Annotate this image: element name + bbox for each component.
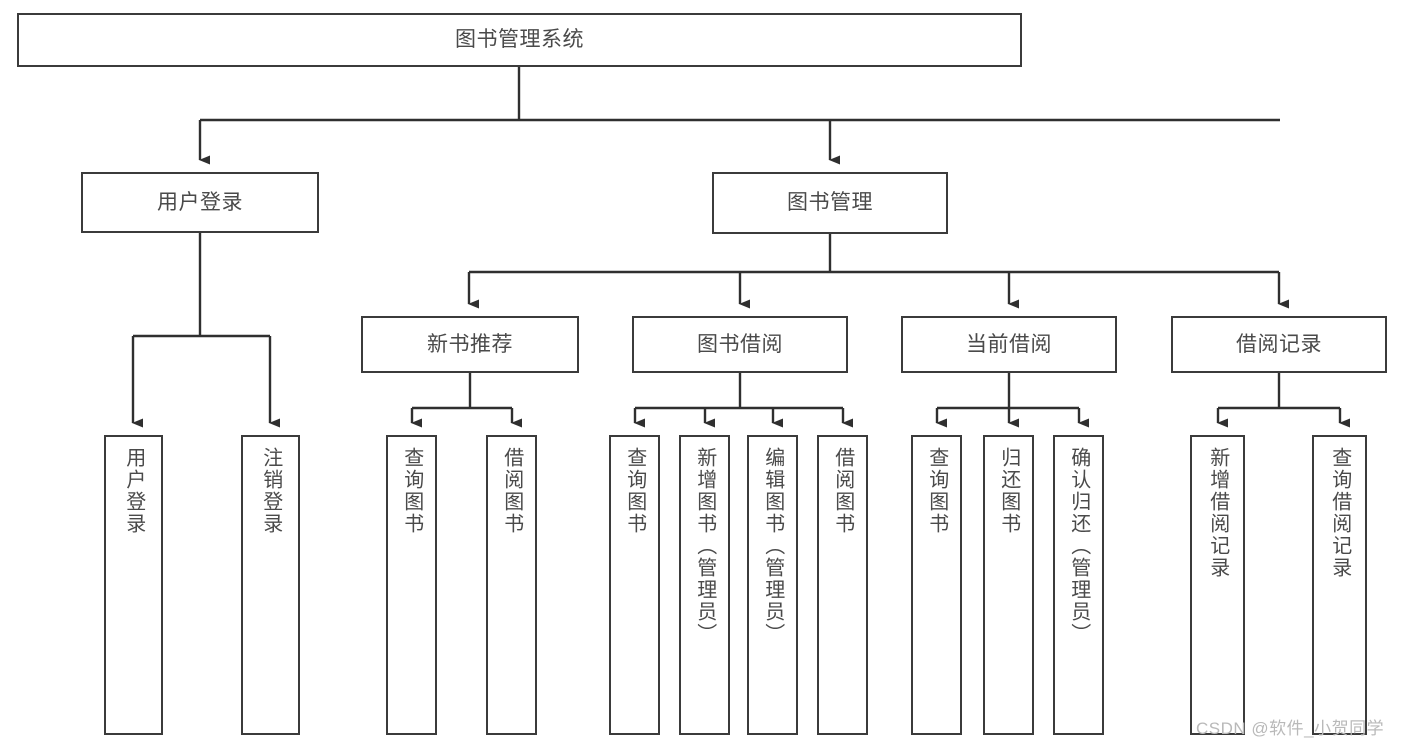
- leaf-logout-label: 注销登录: [259, 447, 282, 535]
- node-current-borrow[interactable]: 当前借阅: [901, 316, 1117, 373]
- leaf-edit-book-admin[interactable]: 编辑图书（管理员）: [747, 435, 798, 735]
- leaf-borrow-book-recommend-label: 借阅图书: [500, 447, 523, 535]
- node-borrow-record[interactable]: 借阅记录: [1171, 316, 1387, 373]
- node-new-book-recommend[interactable]: 新书推荐: [361, 316, 579, 373]
- node-book-management-label: 图书管理: [787, 191, 873, 215]
- node-current-borrow-label: 当前借阅: [966, 332, 1052, 356]
- leaf-query-book-borrow[interactable]: 查询图书: [609, 435, 660, 735]
- leaf-borrow-book-recommend[interactable]: 借阅图书: [486, 435, 537, 735]
- leaf-user-login[interactable]: 用户登录: [104, 435, 163, 735]
- node-book-borrow[interactable]: 图书借阅: [632, 316, 848, 373]
- leaf-query-book-recommend[interactable]: 查询图书: [386, 435, 437, 735]
- leaf-query-borrow-record[interactable]: 查询借阅记录: [1312, 435, 1367, 735]
- leaf-query-borrow-record-label: 查询借阅记录: [1328, 447, 1351, 579]
- leaf-return-book-label: 归还图书: [997, 447, 1020, 535]
- node-root[interactable]: 图书管理系统: [17, 13, 1022, 67]
- leaf-add-book-admin[interactable]: 新增图书（管理员）: [679, 435, 730, 735]
- leaf-query-book-borrow-label: 查询图书: [623, 447, 646, 535]
- node-book-borrow-label: 图书借阅: [697, 332, 783, 356]
- node-root-label: 图书管理系统: [455, 28, 584, 52]
- leaf-confirm-return-admin-label: 确认归还（管理员）: [1067, 447, 1090, 645]
- leaf-borrow-book-label: 借阅图书: [831, 447, 854, 535]
- leaf-query-book-current[interactable]: 查询图书: [911, 435, 962, 735]
- leaf-edit-book-admin-label: 编辑图书（管理员）: [761, 447, 784, 645]
- node-book-management[interactable]: 图书管理: [712, 172, 948, 234]
- leaf-return-book[interactable]: 归还图书: [983, 435, 1034, 735]
- leaf-query-book-recommend-label: 查询图书: [400, 447, 423, 535]
- node-user-login[interactable]: 用户登录: [81, 172, 319, 233]
- node-borrow-record-label: 借阅记录: [1236, 332, 1322, 356]
- leaf-add-book-admin-label: 新增图书（管理员）: [693, 447, 716, 645]
- leaf-borrow-book[interactable]: 借阅图书: [817, 435, 868, 735]
- node-user-login-label: 用户登录: [157, 190, 243, 214]
- leaf-add-borrow-record-label: 新增借阅记录: [1206, 447, 1229, 579]
- leaf-add-borrow-record[interactable]: 新增借阅记录: [1190, 435, 1245, 735]
- leaf-query-book-current-label: 查询图书: [925, 447, 948, 535]
- csdn-watermark: CSDN @软件_小贺同学: [1196, 719, 1385, 738]
- leaf-user-login-label: 用户登录: [122, 447, 145, 535]
- leaf-logout[interactable]: 注销登录: [241, 435, 300, 735]
- node-new-book-recommend-label: 新书推荐: [427, 332, 513, 356]
- leaf-confirm-return-admin[interactable]: 确认归还（管理员）: [1053, 435, 1104, 735]
